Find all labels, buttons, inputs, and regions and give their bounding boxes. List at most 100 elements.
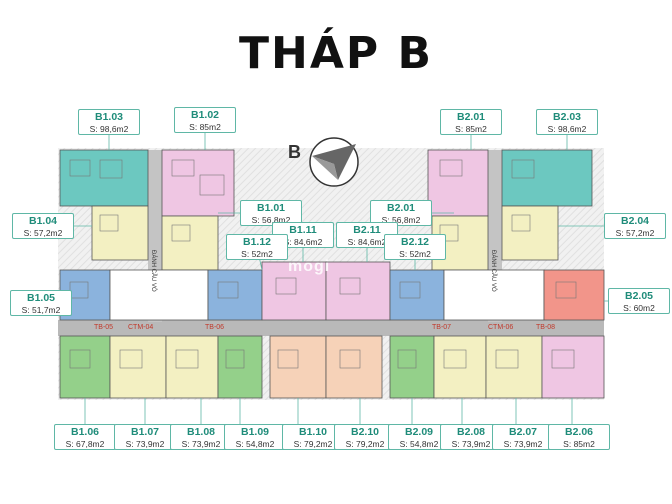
unit-area: S: 56,8m2 — [251, 215, 291, 225]
unit-area: S: 85m2 — [189, 122, 221, 132]
unit-id: B1.08 — [186, 426, 216, 438]
unit-area: S: 52m2 — [399, 249, 431, 259]
unit-id: B1.11 — [289, 224, 317, 236]
right-wing — [389, 149, 605, 399]
unit-area: S: 67,8m2 — [65, 439, 105, 449]
unit-area: S: 98,6m2 — [89, 124, 129, 134]
unit-b2-04-area — [501, 205, 559, 261]
unit-area: S: 52m2 — [241, 249, 273, 259]
unit-id: B1.05 — [26, 292, 56, 304]
center-block — [261, 261, 391, 399]
page-title: THÁP B — [239, 28, 433, 79]
unit-b2-01-top-area — [427, 149, 489, 217]
unit-area: S: 73,9m2 — [451, 439, 491, 449]
right-lift-core — [443, 269, 545, 321]
unit-b2-10-area — [325, 335, 383, 399]
unit-area: S: 73,9m2 — [125, 439, 165, 449]
unit-b2-12-area — [389, 269, 445, 321]
unit-area: S: 79,2m2 — [293, 439, 333, 449]
unit-id: B2.04 — [620, 215, 650, 227]
main-corridor — [58, 320, 604, 336]
unit-area: S: 85m2 — [563, 439, 595, 449]
unit-b1-02-area — [161, 149, 235, 217]
unit-area: S: 54,8m2 — [399, 439, 439, 449]
unit-area: S: 57,2m2 — [615, 228, 655, 238]
unit-area: S: 98,6m2 — [547, 124, 587, 134]
unit-b2-07-area — [485, 335, 543, 399]
unit-b1-06-area — [59, 335, 111, 399]
interior-details — [69, 159, 577, 369]
corridor-label: TB-07 — [432, 324, 452, 331]
unit-area: S: 57,2m2 — [23, 228, 63, 238]
unit-area: S: 54,8m2 — [235, 439, 275, 449]
unit-b2-05-area — [543, 269, 605, 321]
unit-b1-01-area — [161, 215, 219, 271]
unit-id: B1.12 — [242, 236, 272, 248]
unit-b2-08-area — [433, 335, 487, 399]
unit-b1-08-area — [165, 335, 219, 399]
unit-area: S: 60m2 — [623, 303, 655, 313]
unit-id: B2.10 — [350, 426, 380, 438]
unit-id: B2.01 — [456, 111, 486, 123]
unit-b1-12-area — [207, 269, 263, 321]
unit-id: B1.02 — [190, 109, 220, 121]
stair-label-left: ĐÁNH CẦU VÒ — [150, 250, 156, 292]
unit-id: B2.08 — [456, 426, 486, 438]
unit-area: S: 51,7m2 — [21, 305, 61, 315]
stair-label-right: ĐÁNH CẦU VÒ — [490, 250, 496, 292]
unit-id: B2.11 — [353, 224, 381, 236]
unit-id: B1.10 — [298, 426, 328, 438]
unit-id: B2.07 — [508, 426, 538, 438]
unit-id: B1.07 — [130, 426, 160, 438]
corridor-label: TB-08 — [536, 324, 556, 331]
unit-id: B2.12 — [400, 236, 430, 248]
unit-id: B2.09 — [404, 426, 434, 438]
unit-area: S: 79,2m2 — [345, 439, 385, 449]
unit-area: S: 73,9m2 — [181, 439, 221, 449]
unit-id: B1.06 — [70, 426, 100, 438]
unit-b1-09-area — [217, 335, 263, 399]
corridor-label: TB-06 — [205, 324, 225, 331]
unit-id: B2.03 — [552, 111, 582, 123]
corridor-label: TB-05 — [94, 324, 114, 331]
unit-b2-11-area — [325, 261, 391, 321]
unit-area: S: 73,9m2 — [503, 439, 543, 449]
unit-b1-11-area — [261, 261, 327, 321]
unit-id: B1.03 — [94, 111, 124, 123]
compass-letter: B — [288, 142, 301, 162]
unit-area: S: 56,8m2 — [381, 215, 421, 225]
unit-area: S: 84,6m2 — [283, 237, 323, 247]
corridor-label: CTM-04 — [128, 324, 154, 331]
unit-b1-07-area — [109, 335, 167, 399]
watermark-text: mogi — [288, 258, 331, 275]
unit-b2-09-area — [389, 335, 435, 399]
corridor-label: CTM-06 — [488, 324, 514, 331]
unit-id: B1.04 — [28, 215, 58, 227]
unit-area: S: 84,6m2 — [347, 237, 387, 247]
unit-id: B2.01 — [386, 202, 416, 214]
left-lift-core — [109, 269, 209, 321]
north-arrow-icon — [309, 137, 359, 187]
unit-b2-06-area — [541, 335, 605, 399]
unit-id: B2.06 — [564, 426, 594, 438]
